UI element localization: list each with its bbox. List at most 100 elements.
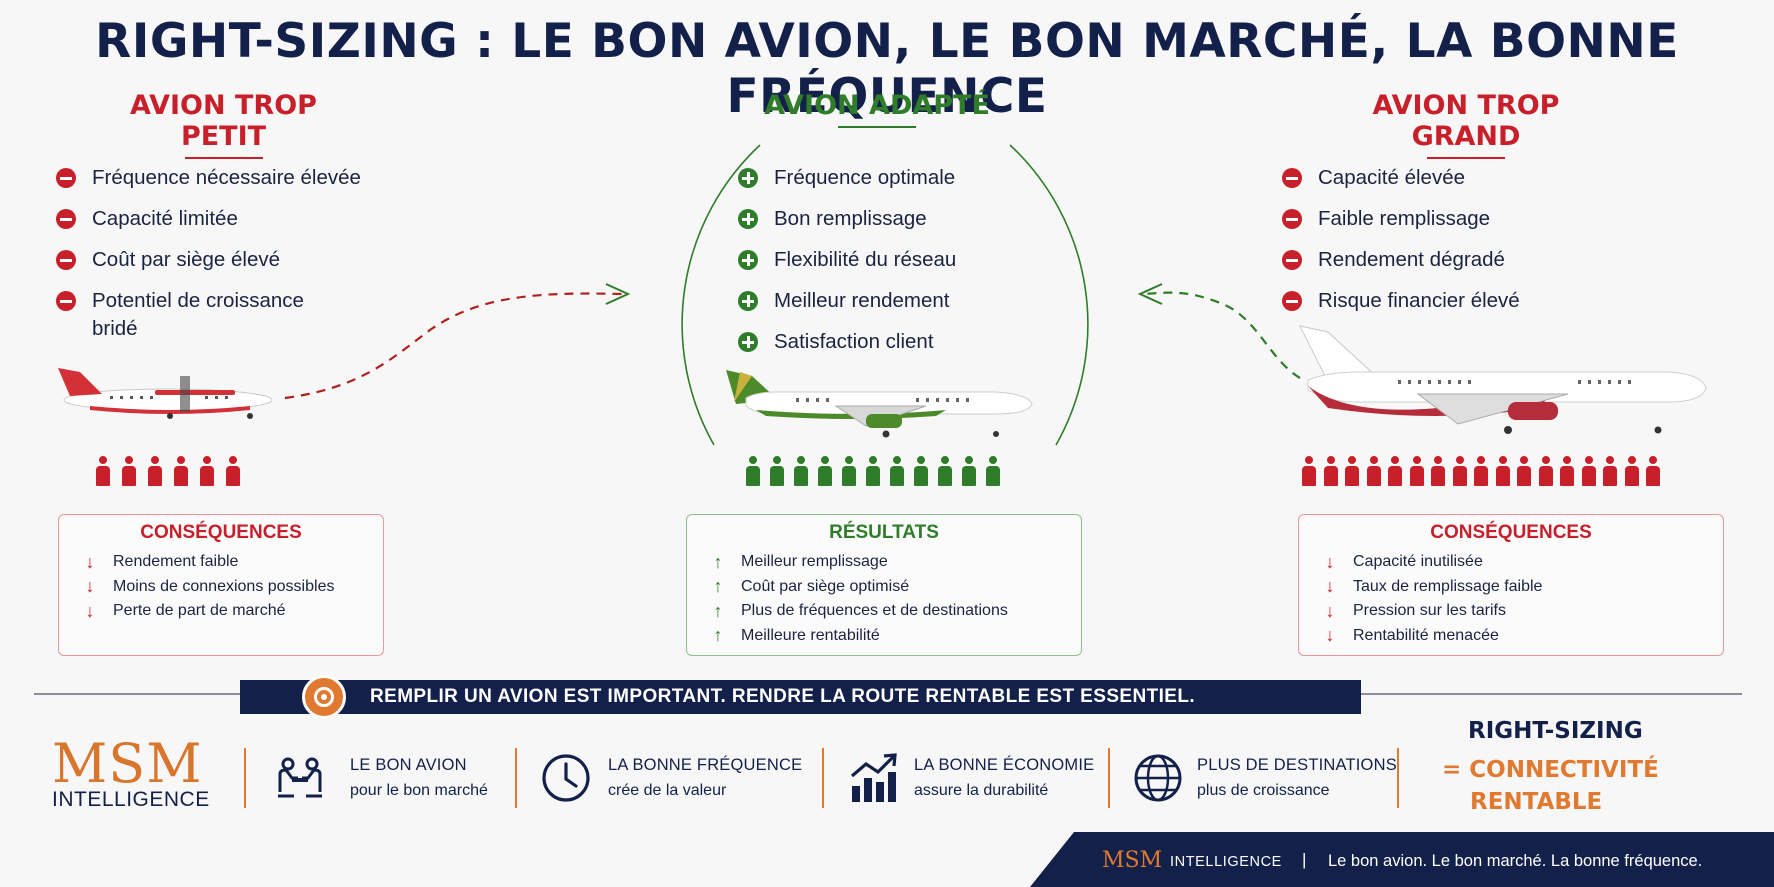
meeting-icon xyxy=(278,757,322,798)
feature-subtitle: pour le bon marché xyxy=(350,782,488,799)
arrow-down-icon: ↓ xyxy=(85,600,95,621)
list-item: ↓Moins de connexions possibles xyxy=(83,575,383,600)
list-item: Coût par siège élevé xyxy=(56,246,396,274)
minus-icon xyxy=(1282,250,1302,270)
passenger-icon xyxy=(1323,456,1338,486)
list-item: Fréquence nécessaire élevée xyxy=(56,164,396,192)
plus-icon xyxy=(738,168,758,188)
list-item: ↓Taux de remplissage faible xyxy=(1323,575,1723,600)
growth-chart-icon xyxy=(850,753,897,802)
arrow-up-icon: ↑ xyxy=(713,576,723,597)
right-dashed-arrow xyxy=(1143,291,1301,379)
clock-icon xyxy=(542,754,590,802)
passenger-icon xyxy=(148,456,162,486)
footer-bar xyxy=(1030,832,1774,887)
left-dashed-arrow xyxy=(284,292,623,400)
target-icon xyxy=(302,675,346,719)
feature-title: LE BON AVION xyxy=(350,756,467,774)
arrow-up-icon: ↑ xyxy=(713,625,723,646)
center-results-box: RÉSULTATS ↑Meilleur remplissage ↑Coût pa… xyxy=(686,514,1082,656)
list-item: ↑Plus de fréquences et de destinations xyxy=(711,599,1081,624)
feature-title: LA BONNE FRÉQUENCE xyxy=(608,756,803,774)
arrow-down-icon: ↓ xyxy=(1325,576,1335,597)
divider xyxy=(244,748,246,808)
arrow-up-icon: ↑ xyxy=(713,600,723,621)
list-item: ↓Pression sur les tarifs xyxy=(1323,599,1723,624)
feature-title: PLUS DE DESTINATIONS xyxy=(1197,756,1397,774)
minus-icon xyxy=(1282,291,1302,311)
passenger-icon xyxy=(122,456,136,486)
arrow-down-icon: ↓ xyxy=(85,551,95,572)
plus-icon xyxy=(738,209,758,229)
plus-icon xyxy=(738,250,758,270)
feature-title: LA BONNE ÉCONOMIE xyxy=(914,756,1095,774)
list-item: ↑Meilleur remplissage xyxy=(711,550,1081,575)
passenger-icon xyxy=(1388,456,1402,486)
passengers-left xyxy=(96,456,252,486)
passenger-icon xyxy=(200,456,214,486)
list-item: Fréquence optimale xyxy=(738,164,1038,192)
minus-icon xyxy=(56,250,76,270)
minus-icon xyxy=(1282,209,1302,229)
passenger-icon xyxy=(1581,456,1596,486)
footer-logo: MSM xyxy=(1102,848,1163,873)
globe-icon xyxy=(1134,754,1182,802)
key-message-banner: REMPLIR UN AVION EST IMPORTANT. RENDRE L… xyxy=(240,680,1361,714)
passenger-icon xyxy=(794,456,808,486)
minus-icon xyxy=(56,209,76,229)
large-jet-plane-image xyxy=(1299,325,1707,434)
passenger-icon xyxy=(962,456,976,486)
arrow-down-icon: ↓ xyxy=(1325,625,1335,646)
left-drawbacks-list: Fréquence nécessaire élevée Capacité lim… xyxy=(56,164,396,356)
list-item: Potentiel de croissance bridé xyxy=(56,287,396,343)
list-item: Capacité limitée xyxy=(56,205,396,233)
arrow-down-icon: ↓ xyxy=(1325,551,1335,572)
feature-subtitle: assure la durabilité xyxy=(914,782,1049,799)
passenger-icon xyxy=(1624,456,1639,486)
arrow-down-icon: ↓ xyxy=(85,576,95,597)
list-item: ↓Rendement faible xyxy=(83,550,383,575)
feature-subtitle: crée de la valeur xyxy=(608,782,727,799)
passenger-icon xyxy=(1452,456,1467,486)
minus-icon xyxy=(56,291,76,311)
footer-logo-subtitle: INTELLIGENCE xyxy=(1170,854,1282,870)
passengers-center xyxy=(746,456,1010,486)
list-item: Satisfaction client xyxy=(738,328,1038,356)
passenger-icon xyxy=(1345,456,1359,486)
passenger-icon xyxy=(1366,456,1381,486)
passenger-icon xyxy=(842,456,856,486)
msm-logo: MSM xyxy=(52,732,203,795)
list-item: Risque financier élevé xyxy=(1282,287,1582,315)
passenger-icon xyxy=(914,456,928,486)
list-item: Meilleur rendement xyxy=(738,287,1038,315)
passenger-icon xyxy=(226,456,240,486)
passenger-icon xyxy=(1538,456,1553,486)
plus-icon xyxy=(738,291,758,311)
right-consequences-box: CONSÉQUENCES ↓Capacité inutilisée ↓Taux … xyxy=(1298,514,1724,656)
summary-equation: = CONNECTIVITÉ RENTABLE xyxy=(1442,757,1659,815)
passenger-icon xyxy=(1302,456,1316,486)
list-item: ↓Capacité inutilisée xyxy=(1323,550,1723,575)
passenger-icon xyxy=(174,456,188,486)
page-title: RIGHT-SIZING : LE BON AVION, LE BON MARC… xyxy=(95,14,1679,124)
footer-tagline: Le bon avion. Le bon marché. La bonne fr… xyxy=(1328,852,1703,870)
passenger-icon xyxy=(818,456,832,486)
passenger-icon xyxy=(96,456,110,486)
passenger-icon xyxy=(938,456,952,486)
list-item: ↓Perte de part de marché xyxy=(83,599,383,624)
right-drawbacks-list: Capacité élevée Faible remplissage Rende… xyxy=(1282,164,1582,328)
passenger-icon xyxy=(770,456,784,486)
center-benefits-list: Fréquence optimale Bon remplissage Flexi… xyxy=(738,164,1038,369)
passenger-icon xyxy=(1646,456,1660,486)
divider xyxy=(1360,693,1742,695)
divider xyxy=(1108,748,1110,808)
msm-logo-subtitle: INTELLIGENCE xyxy=(52,788,210,811)
passenger-icon xyxy=(1517,456,1531,486)
divider xyxy=(515,748,517,808)
list-item: Flexibilité du réseau xyxy=(738,246,1038,274)
center-highlight-arc xyxy=(681,144,1089,446)
left-consequences-box: CONSÉQUENCES ↓Rendement faible ↓Moins de… xyxy=(58,514,384,656)
minus-icon xyxy=(1282,168,1302,188)
passengers-right xyxy=(1302,456,1668,486)
